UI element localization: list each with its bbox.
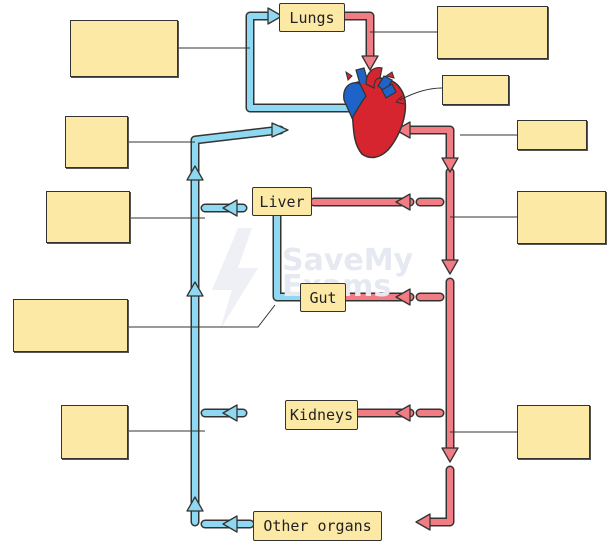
label-pointer-arrow: [395, 95, 405, 105]
lungs-box: Lungs: [279, 3, 345, 32]
blank-label-box[interactable]: [70, 20, 178, 77]
blank-label-box[interactable]: [61, 405, 128, 459]
blank-label-box[interactable]: [437, 6, 548, 59]
other-organs-box: Other organs: [253, 511, 382, 541]
liver-box: Liver: [252, 187, 312, 216]
blue-arrowheads: [186, 7, 289, 533]
label-connectors: [128, 31, 518, 433]
gut-box: Gut: [300, 283, 346, 312]
heart-icon: [343, 67, 407, 159]
red-vessels: [309, 11, 455, 527]
kidneys-box: Kidneys: [285, 400, 358, 430]
blank-label-box[interactable]: [65, 116, 128, 168]
blank-label-box[interactable]: [517, 120, 587, 150]
blank-label-box[interactable]: [46, 191, 130, 243]
blank-label-box[interactable]: [517, 405, 590, 459]
watermark-line1: SaveMy: [282, 243, 414, 278]
blank-label-box[interactable]: [442, 75, 509, 105]
red-arrowheads: [361, 55, 459, 531]
blank-label-box[interactable]: [517, 191, 606, 244]
blank-label-box[interactable]: [13, 299, 128, 352]
lightning-logo: [212, 228, 258, 330]
